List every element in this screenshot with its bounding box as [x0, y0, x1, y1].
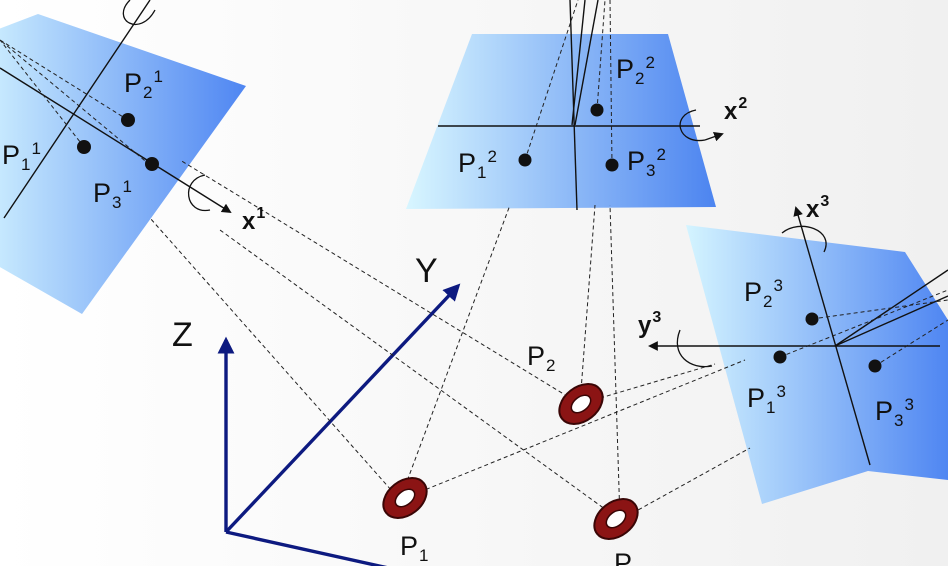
camera-1-point-1-label: P11: [2, 139, 41, 174]
camera-3-image-points: [773, 312, 882, 373]
camera-3-point-3: [868, 359, 882, 373]
camera-2-image-points: [518, 103, 619, 172]
camera-1-x-axis-label: x1: [242, 205, 266, 235]
marker-p1-label: P1: [400, 531, 429, 565]
camera-3-point-2: [805, 312, 819, 326]
world-axes: [217, 283, 461, 566]
camera-1-point-2: [121, 113, 135, 127]
camera-3-y-axis-label: y3: [638, 309, 662, 339]
camera-1-axes: [0, 0, 232, 219]
camera-1-point-3: [145, 157, 159, 171]
marker-p2: [558, 383, 604, 425]
camera-3-point-2-label: P23: [744, 276, 783, 311]
camera-3-point-3-label: P33: [875, 395, 914, 430]
camera-3-image-plane: [686, 225, 948, 504]
world-x-axis: [225, 530, 388, 566]
camera-2-point-2: [590, 103, 604, 117]
camera-3-point-1-label: P13: [747, 382, 786, 417]
camera-1-image-plane: [0, 14, 246, 314]
camera-2-x-axis-label: x2: [724, 95, 748, 125]
camera-2-point-3-label: P32: [627, 145, 666, 180]
camera-2-point-3: [605, 158, 619, 172]
camera-2-point-1: [518, 153, 532, 167]
camera-1-point-3-label: P31: [93, 177, 132, 212]
world-y-axis: [224, 283, 461, 534]
marker-p3-label: P: [614, 548, 633, 566]
world-y-label: Y: [415, 252, 438, 290]
camera-1-point-2-label: P21: [124, 67, 163, 102]
camera-3-axes: [648, 206, 948, 466]
camera-1-image-points: [77, 113, 159, 171]
camera-3-point-1: [773, 350, 787, 364]
camera-2-point-2-label: P22: [616, 53, 655, 88]
camera-2-axes: [438, 0, 724, 211]
camera-2-image-plane: [406, 34, 716, 209]
camera-1-point-1: [77, 140, 91, 154]
world-z-label: Z: [172, 316, 193, 354]
camera-2-point-1-label: P12: [458, 147, 497, 182]
marker-p1: [382, 477, 428, 519]
marker-p3: [593, 498, 639, 540]
projection-rays: [0, 0, 948, 521]
marker-p2-label: P2: [527, 341, 556, 375]
camera-3-x-axis-label: x3: [806, 193, 830, 223]
